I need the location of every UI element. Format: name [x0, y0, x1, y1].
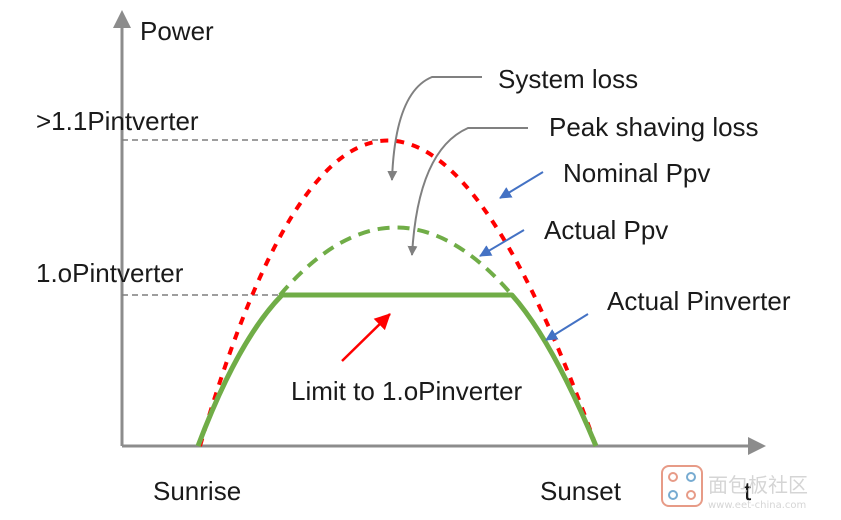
x-axis-label: t	[744, 476, 752, 506]
level-high-label: >1.1Pintverter	[36, 106, 199, 136]
watermark-logo-icon	[661, 465, 703, 507]
y-axis-label: Power	[140, 16, 214, 46]
nominal-ppv-curve	[198, 138, 598, 447]
peak-shaving-loss-label: Peak shaving loss	[549, 112, 759, 142]
actual-pinverter-label: Actual Pinverter	[607, 286, 791, 316]
watermark: 面包板社区 www.eet-china.com	[661, 465, 808, 511]
actual-ppv-curve	[278, 225, 514, 297]
watermark-text: 面包板社区	[708, 473, 808, 497]
actual-ppv-label: Actual Ppv	[544, 215, 668, 245]
limit-label: Limit to 1.oPinverter	[291, 376, 523, 406]
level-low-label: 1.oPintverter	[36, 258, 184, 288]
x-axis-arrowhead	[748, 437, 766, 455]
actual-pinverter-arrow	[545, 313, 589, 341]
nominal-ppv-label: Nominal Ppv	[563, 158, 710, 188]
actual-ppv-arrow	[479, 229, 525, 257]
actual-pinverter-curve	[195, 292, 599, 447]
limit-arrow	[341, 313, 391, 362]
watermark-url: www.eet-china.com	[708, 500, 806, 511]
nominal-ppv-arrow	[499, 171, 544, 199]
sunrise-label: Sunrise	[153, 476, 241, 506]
sunset-label: Sunset	[540, 476, 622, 506]
y-axis-arrowhead	[113, 10, 131, 28]
system-loss-label: System loss	[498, 64, 638, 94]
peak-shaving-loss-arrow	[407, 127, 528, 256]
system-loss-arrow	[387, 76, 482, 181]
